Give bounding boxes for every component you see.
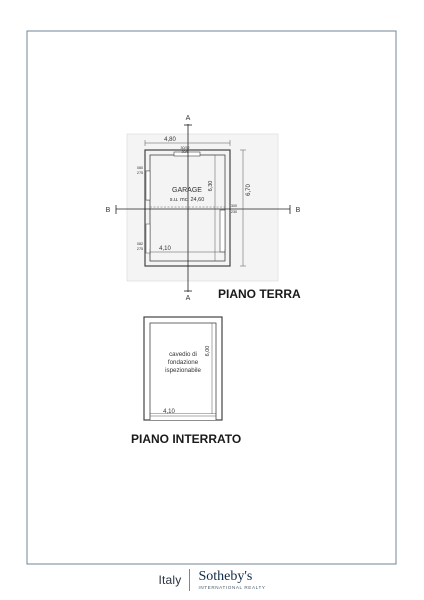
ground-floor-background <box>126 133 279 282</box>
room-area: s.u. mc. 24,60 <box>170 197 205 203</box>
basement-text-line2: fondazione <box>168 359 199 366</box>
dim-inner-height: 6,30 <box>208 181 214 192</box>
garage-outer-wall <box>144 149 231 267</box>
footer-logo: Sotheby's INTERNATIONAL REALTY <box>198 568 266 591</box>
section-b-label-right: B <box>296 207 301 214</box>
basement-plan <box>143 316 223 421</box>
basement-title: PIANO INTERRATO <box>131 432 241 446</box>
left-opening-bottom <box>145 223 151 254</box>
footer-separator <box>189 569 191 591</box>
room-name: GARAGE <box>172 187 202 194</box>
footer-country: Italy <box>158 573 182 587</box>
section-a-label-top: A <box>186 115 191 122</box>
footer-brand-sub: INTERNATIONAL REALTY <box>198 584 266 590</box>
top-window <box>173 151 201 157</box>
basement-text-line3: ispezionabile <box>165 367 201 374</box>
footer-brand-name: Sotheby's <box>198 568 253 584</box>
dim-window-top: 30/32 <box>181 146 190 150</box>
dim-outer-height: 6,70 <box>246 184 252 196</box>
footer-brand: Italy Sotheby's INTERNATIONAL REALTY <box>0 568 424 592</box>
dim-right-a: 300 <box>231 204 237 208</box>
ground-floor-title: PIANO TERRA <box>218 287 301 301</box>
sheet-border <box>26 30 397 565</box>
left-opening-top <box>145 170 151 201</box>
section-b-label-left: B <box>106 207 111 214</box>
dim-left-top-a: 080 <box>137 166 143 170</box>
dim-left-bottom-b: 275 <box>137 247 143 251</box>
section-a-label-bottom: A <box>186 295 191 302</box>
dim-window-top2: 30/5 <box>182 150 189 154</box>
basement-text-line1: cavedio di <box>169 351 197 358</box>
dim-left-top-b: 275 <box>137 171 143 175</box>
garage-door <box>219 209 226 253</box>
dim-left-bottom-a: 082 <box>137 242 143 246</box>
dim-inner-width: 4,10 <box>159 246 171 252</box>
dim-outer-width: 4,80 <box>164 137 176 143</box>
basement-dim-height: 6,00 <box>205 346 211 357</box>
basement-dim-width: 4,10 <box>163 409 175 415</box>
ground-floor-plan <box>115 124 291 292</box>
dim-right-b: 230 <box>231 210 237 214</box>
